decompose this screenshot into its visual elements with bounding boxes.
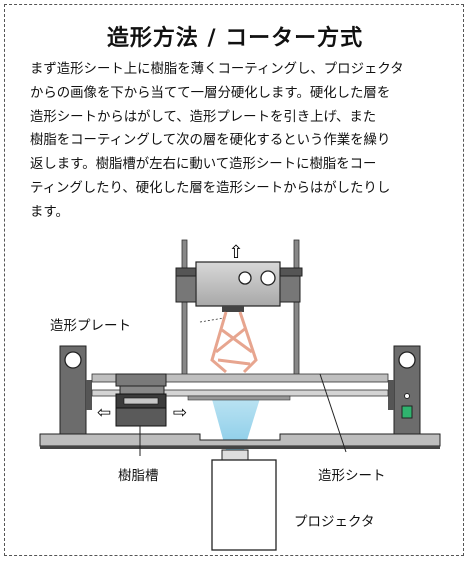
description-line: まず造形シート上に樹脂を薄くコーティングし、プロジェクタ [30,62,404,77]
build-plate-carriage [175,261,303,312]
resin-tank [115,373,167,427]
description-line: 返します。樹脂槽が左右に動いて造形シートに樹脂をコー [30,157,377,173]
projector-label: プロジェクタ [294,514,375,530]
resin-tank-label: 樹脂槽 [118,468,159,484]
description-line: 樹脂をコーティングして次の層を硬化するという作業を繰り [30,133,391,149]
description-line: 造形シートからはがして、造形プレートを引き上げ、また [30,109,377,125]
projector [211,449,277,551]
panel-frame [4,4,464,556]
description-line: からの画像を下から当てて一層分硬化します。硬化した層を [30,85,391,101]
light-beam [210,392,262,450]
right-post [388,345,421,439]
build-sheet-leader [319,373,347,453]
build-sheet-label: 造形シート [318,468,386,484]
left-arrow-icon: ⇦ [97,403,111,423]
up-arrow-icon: ⇧ [228,242,243,263]
description: まず造形シート上に樹脂を薄くコーティングし、プロジェクタ からの画像を下から当て… [30,58,450,225]
description-line: ます。 [30,204,69,220]
left-post [59,345,92,439]
build-plate-leader [199,317,225,323]
cured-object [210,311,258,374]
right-arrow-icon: ⇨ [173,403,187,423]
build-plate-label: 造形プレート [50,318,131,334]
page-title: 造形方法 / コーター方式 [106,26,364,51]
build-sheet [187,395,291,401]
description-line: ティングしたり、硬化した層を造形シートからはがしたりし [30,180,391,196]
